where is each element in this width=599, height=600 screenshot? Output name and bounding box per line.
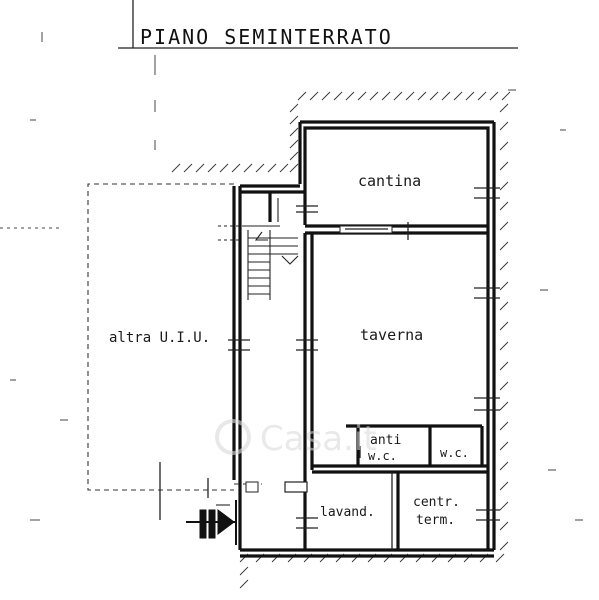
watermark: Casa.it — [215, 419, 377, 459]
room-label-cantina: cantina — [358, 172, 421, 190]
interior-walls — [268, 192, 488, 550]
door-marks — [228, 187, 500, 529]
room-label-altra-uiu: altra U.I.U. — [109, 330, 210, 346]
outer-walls — [232, 120, 496, 558]
room-label-anti: anti — [370, 433, 401, 448]
room-label-taverna: taverna — [360, 326, 423, 344]
room-label-anti-wc: w.c. — [368, 449, 397, 463]
plan-title: PIANO SEMINTERRATO — [140, 25, 393, 49]
earth-hatching — [171, 91, 511, 589]
adjacent-unit-outline — [87, 183, 262, 520]
title-block: PIANO SEMINTERRATO — [118, 0, 518, 49]
room-label-wc: w.c. — [440, 446, 469, 460]
room-label-centr: centr. — [413, 495, 460, 510]
watermark-text: Casa.it — [260, 419, 377, 459]
room-labels: cantina taverna altra U.I.U. anti w.c. w… — [109, 172, 469, 528]
staircase — [218, 198, 299, 300]
entrance-arrow — [186, 500, 237, 545]
scan-marks — [0, 32, 583, 521]
room-label-term: term. — [416, 513, 455, 528]
room-label-lavand: lavand. — [320, 505, 375, 520]
